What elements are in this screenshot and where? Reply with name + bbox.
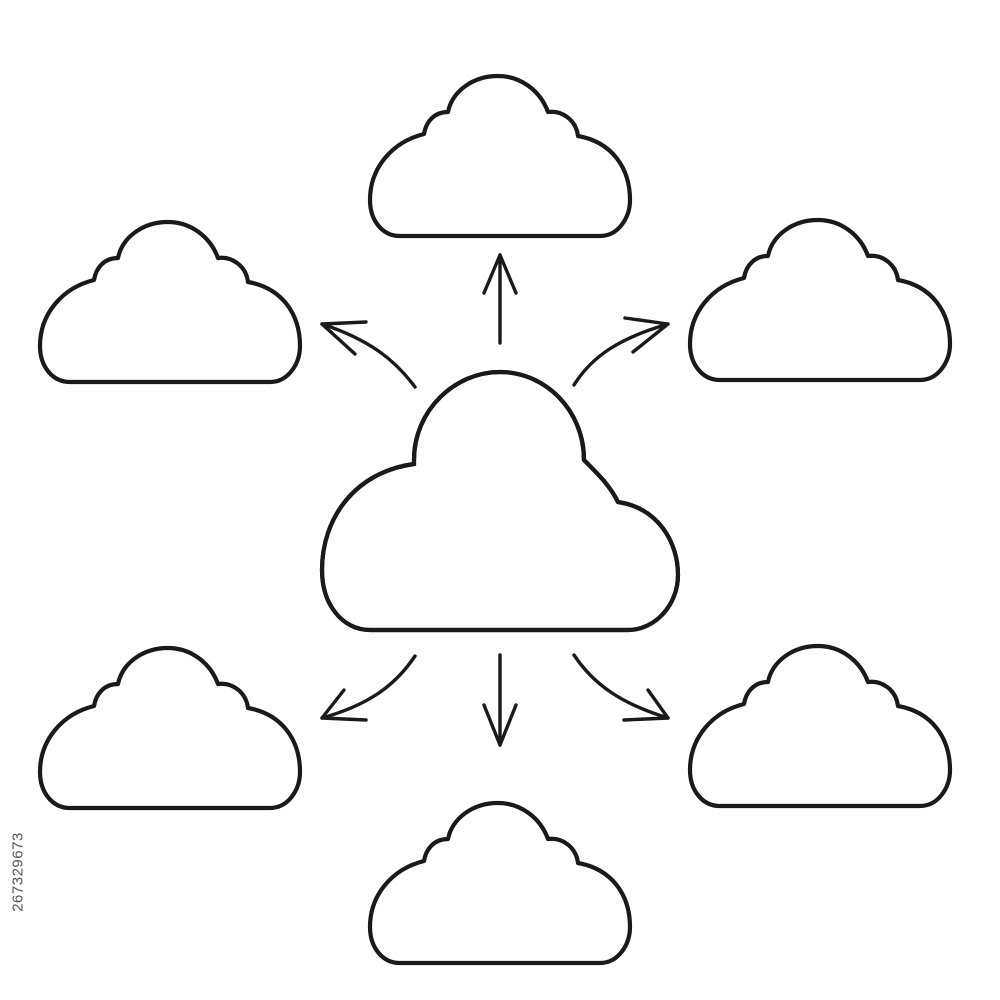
arrow-to-top xyxy=(482,253,518,345)
cloud-bottom xyxy=(367,800,633,966)
arrow-to-bottom-right xyxy=(572,653,670,722)
cloud-top-right xyxy=(687,217,953,383)
arrow-to-top-right xyxy=(572,316,670,387)
cloud-top xyxy=(367,73,633,239)
stock-id-watermark: 267329673 xyxy=(9,832,27,912)
cloud-bottom-right xyxy=(687,643,953,809)
cloud-bottom-left xyxy=(37,645,303,811)
center-cloud xyxy=(319,369,681,633)
arrow-to-top-left xyxy=(320,320,417,389)
cloud-top-left xyxy=(37,219,303,385)
arrow-to-bottom xyxy=(482,653,518,747)
arrow-to-bottom-left xyxy=(320,654,417,722)
